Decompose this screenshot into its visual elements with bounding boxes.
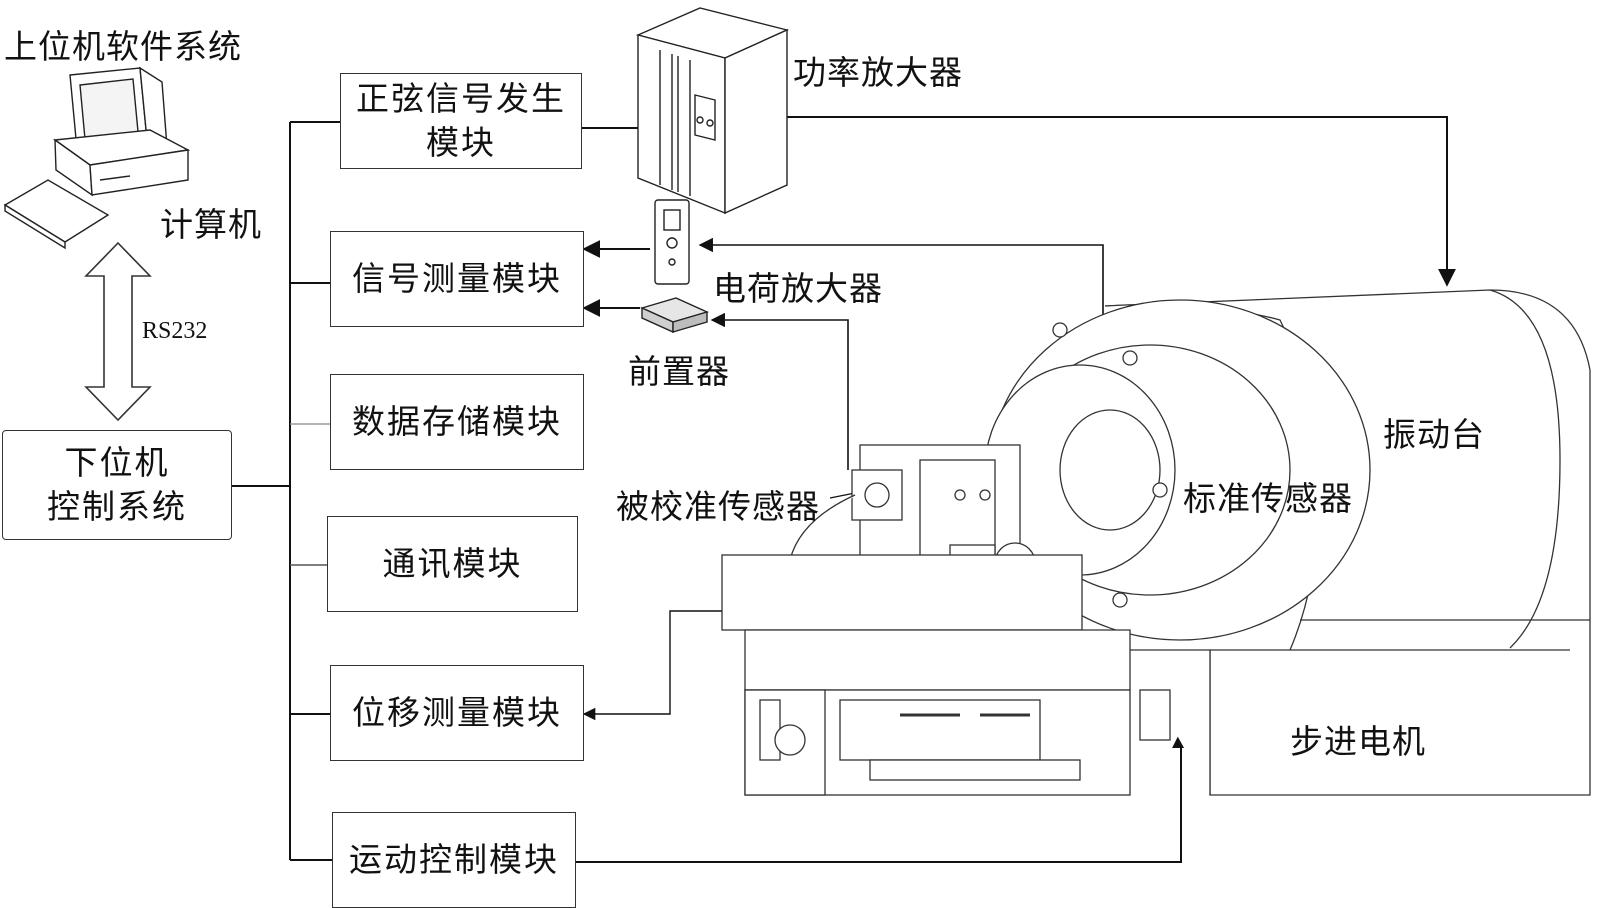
lower-controller-box: 下位机 控制系统 [2,430,232,540]
module-signal-measurement: 信号测量模块 [330,231,584,327]
module-sine-generator: 正弦信号发生 模块 [340,73,582,169]
reference-sensor-label: 标准传感器 [1183,479,1353,518]
computer-label: 计算机 [160,205,262,244]
stepper-motor-label: 步进电机 [1290,722,1426,761]
preamp-icon [639,297,710,334]
rs232-label: RS232 [142,318,208,344]
power-amplifier-label: 功率放大器 [793,53,963,92]
power-amplifier-icon [635,7,790,215]
sensor-fixture-drawing [721,444,1171,796]
module-bus-lines [232,121,340,861]
shaker-label: 振动台 [1383,415,1485,454]
rs232-link-arrow [84,241,152,422]
dut-sensor-label: 被校准传感器 [616,487,820,526]
charge-amplifier-label: 电荷放大器 [713,269,883,308]
module-motion-control: 运动控制模块 [332,812,576,908]
preamp-label: 前置器 [628,352,730,391]
shaker-table-drawing [984,289,1591,796]
module-displacement-measurement: 位移测量模块 [330,665,584,761]
charge-amplifier-icon [654,199,690,285]
module-communication: 通讯模块 [327,516,578,612]
pc-software-title: 上位机软件系统 [4,27,242,66]
module-data-storage: 数据存储模块 [330,374,584,470]
computer-icon [3,66,191,250]
